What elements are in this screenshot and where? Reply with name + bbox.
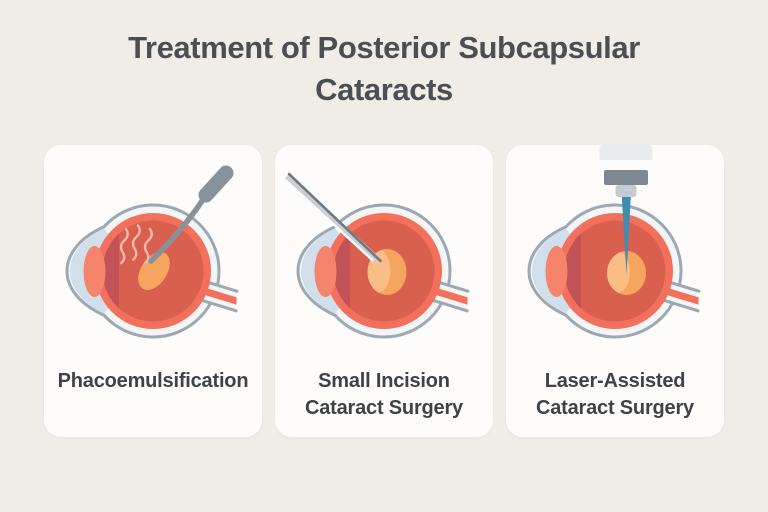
eye-cross-section-with-scalpel-icon [283,172,490,353]
scalpel-icon [283,172,382,263]
title-line-2: Cataracts [315,72,453,107]
card-label-line-2: Cataract Surgery [536,397,694,419]
phaco-probe-icon [148,165,234,264]
card-label-line-1: Small Incision [318,370,450,392]
card-phacoemulsification: Phacoemulsification [44,145,262,437]
treatment-cards: Phacoemulsification [0,145,768,437]
card-small-incision-cataract-surgery: Small Incision Cataract Surgery [275,145,493,437]
laser-beam [621,197,631,274]
ultrasound-waves-icon [119,224,153,265]
card-label-line-1: Laser-Assisted [544,370,686,392]
eye-cross-section-with-phaco-probe-icon [47,165,259,353]
card-label: Small Incision Cataract Surgery [305,353,463,437]
card-laser-assisted-cataract-surgery: Laser-Assisted Cataract Surgery [506,145,724,437]
small-incision-illustration [278,145,490,353]
card-label-line-1: Phacoemulsification [57,370,249,392]
phacoemulsification-illustration [47,145,259,353]
card-label-line-2: Cataract Surgery [305,397,463,419]
laser-assisted-illustration [509,145,721,353]
cataract-highlight [607,251,630,293]
card-label: Phacoemulsification [58,353,249,437]
card-label: Laser-Assisted Cataract Surgery [536,353,694,437]
laser-device-icon [599,145,653,274]
title-line-1: Treatment of Posterior Subcapsular [128,30,640,65]
eye-cross-section-with-laser-device-icon [509,145,721,353]
page-title: Treatment of Posterior Subcapsular Catar… [0,0,768,111]
